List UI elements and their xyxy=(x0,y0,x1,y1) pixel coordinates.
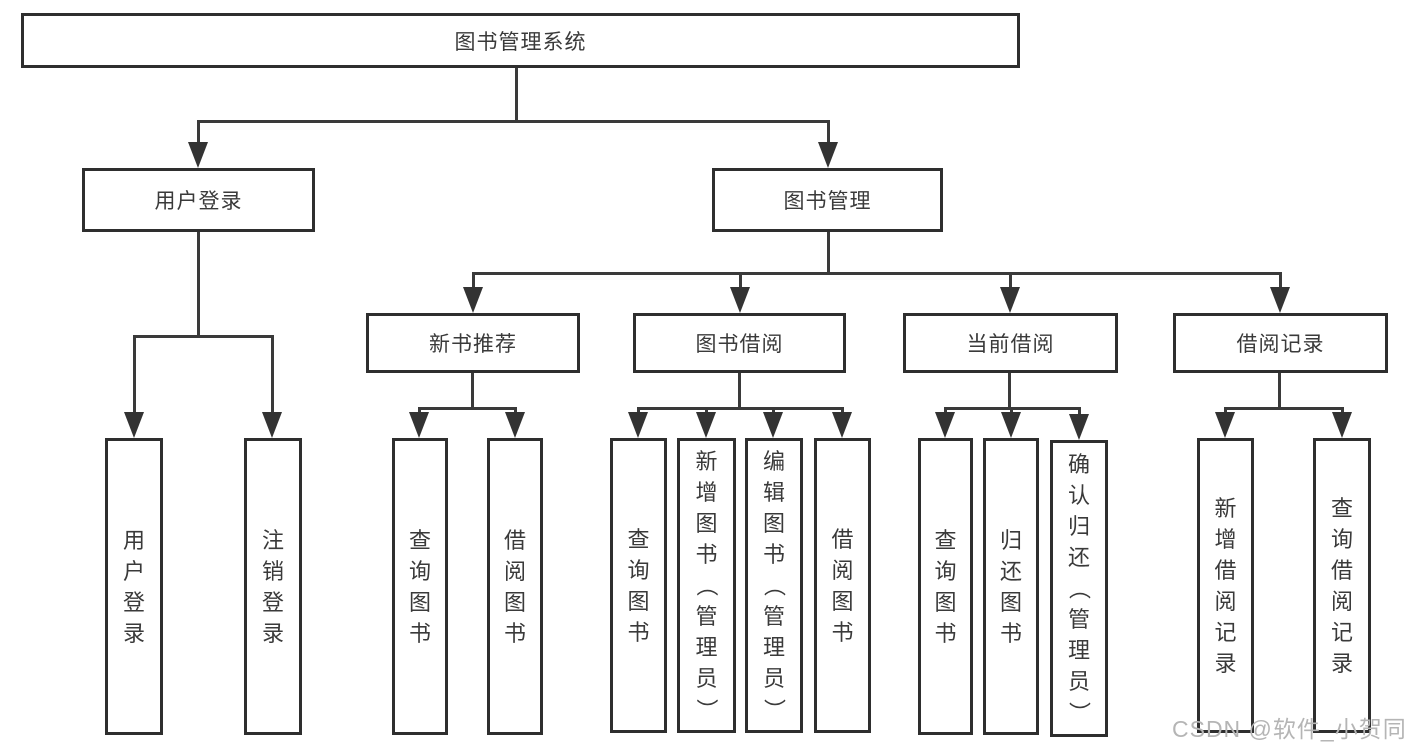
arrow-down-icon xyxy=(124,412,144,438)
arrow-down-icon xyxy=(763,412,783,438)
connector-line xyxy=(197,120,200,150)
leaf-return-books: 归还图书 xyxy=(983,438,1039,735)
node-book-management: 图书管理 xyxy=(712,168,943,232)
arrow-down-icon xyxy=(1215,412,1235,438)
connector-line xyxy=(1224,407,1344,410)
connector-line xyxy=(471,373,474,410)
arrow-down-icon xyxy=(1001,412,1021,438)
node-new-book-recommend: 新书推荐 xyxy=(366,313,580,373)
arrow-down-icon xyxy=(409,412,429,438)
connector-line xyxy=(1279,272,1282,292)
arrow-down-icon xyxy=(730,287,750,313)
leaf-query-borrow-record: 查询借阅记录 xyxy=(1313,438,1371,733)
connector-line xyxy=(1009,272,1012,292)
arrow-down-icon xyxy=(1000,287,1020,313)
leaf-query-books-1: 查询图书 xyxy=(392,438,448,735)
connector-line xyxy=(739,272,742,292)
leaf-add-books-admin: 新增图书（管理员） xyxy=(677,438,736,733)
arrow-down-icon xyxy=(1270,287,1290,313)
connector-line xyxy=(418,407,517,410)
leaf-add-borrow-record: 新增借阅记录 xyxy=(1197,438,1254,733)
connector-line xyxy=(1008,373,1011,410)
connector-line xyxy=(472,272,1282,275)
arrow-down-icon xyxy=(1332,412,1352,438)
leaf-user-login: 用户登录 xyxy=(105,438,163,735)
node-borrow-record: 借阅记录 xyxy=(1173,313,1388,373)
connector-line xyxy=(197,120,830,123)
leaf-confirm-return-admin: 确认归还（管理员） xyxy=(1050,440,1108,737)
leaf-borrow-books-1: 借阅图书 xyxy=(487,438,543,735)
leaf-borrow-books-2: 借阅图书 xyxy=(814,438,871,733)
connector-line xyxy=(271,335,274,415)
leaf-logout: 注销登录 xyxy=(244,438,302,735)
connector-line xyxy=(197,232,200,338)
connector-line xyxy=(472,272,475,292)
node-user-login: 用户登录 xyxy=(82,168,315,232)
arrow-down-icon xyxy=(832,412,852,438)
connector-line xyxy=(637,407,844,410)
arrow-down-icon xyxy=(935,412,955,438)
watermark-text: CSDN @软件_小贺同学 xyxy=(1172,716,1405,742)
connector-line xyxy=(827,232,830,275)
connector-line xyxy=(515,68,518,123)
node-book-borrow: 图书借阅 xyxy=(633,313,846,373)
arrow-down-icon xyxy=(463,287,483,313)
arrow-down-icon xyxy=(628,412,648,438)
leaf-query-books-3: 查询图书 xyxy=(918,438,973,735)
arrow-down-icon xyxy=(262,412,282,438)
connector-line xyxy=(738,373,741,410)
node-root: 图书管理系统 xyxy=(21,13,1020,68)
leaf-query-books-2: 查询图书 xyxy=(610,438,667,733)
node-current-borrow: 当前借阅 xyxy=(903,313,1118,373)
connector-line xyxy=(133,335,136,415)
connector-line xyxy=(827,120,830,150)
arrow-down-icon xyxy=(1069,414,1089,440)
connector-line xyxy=(1078,407,1081,419)
connector-line xyxy=(133,335,274,338)
leaf-edit-books-admin: 编辑图书（管理员） xyxy=(745,438,803,733)
arrow-down-icon xyxy=(188,142,208,168)
arrow-down-icon xyxy=(505,412,525,438)
arrow-down-icon xyxy=(818,142,838,168)
connector-line xyxy=(1278,373,1281,410)
arrow-down-icon xyxy=(696,412,716,438)
